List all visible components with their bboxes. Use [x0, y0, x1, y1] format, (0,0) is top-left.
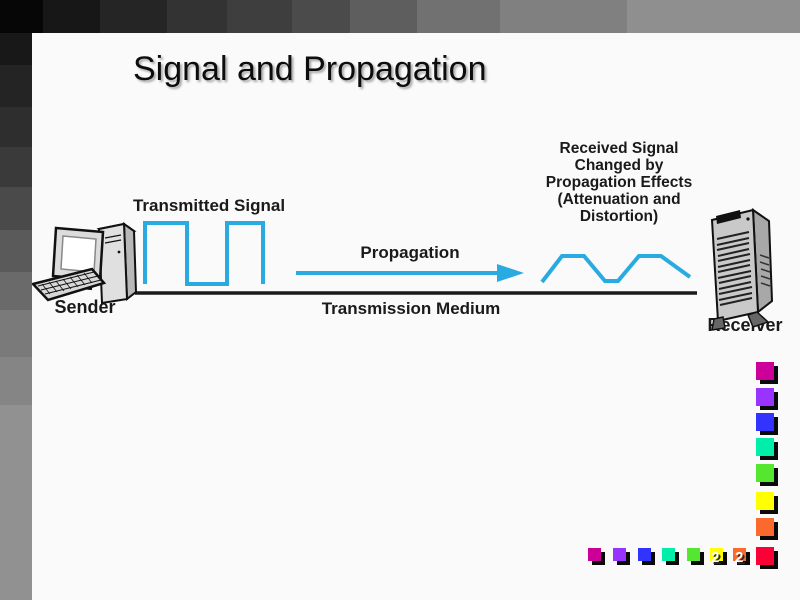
received-signal-line: (Attenuation and — [557, 191, 681, 208]
propagation-label: Propagation — [360, 243, 460, 262]
propagation-arrow — [296, 264, 524, 282]
decor-square-orange — [733, 548, 746, 561]
decor-square-blue — [638, 548, 651, 561]
decor-square-yellow — [710, 548, 723, 561]
received-signal-line: Distortion) — [579, 208, 659, 225]
received-distorted-wave — [540, 254, 692, 284]
decor-square-orange — [756, 518, 774, 536]
top-gradient-bar — [0, 0, 800, 33]
decor-square-red — [756, 547, 774, 565]
decor-square-spring-green — [756, 438, 774, 456]
received-signal-line: Received Signal — [559, 140, 679, 157]
decor-square-green — [756, 464, 774, 482]
decor-square-purple — [613, 548, 626, 561]
transmitted-square-wave — [143, 221, 265, 286]
page-number: 2 — [735, 549, 744, 566]
receiver-tower-illustration — [710, 208, 774, 331]
decor-square-purple — [756, 388, 774, 406]
page-number: 2 — [711, 549, 720, 566]
transmission-medium-label: Transmission Medium — [321, 299, 501, 318]
decor-square-magenta — [756, 362, 774, 380]
decor-square-spring-green — [662, 548, 675, 561]
received-signal-label: Received Signal Changed by Propagation E… — [527, 140, 711, 225]
page-title: Signal and Propagation — [133, 50, 487, 88]
sender-label: Sender — [54, 297, 116, 317]
sender-computer-illustration — [32, 222, 138, 305]
transmitted-signal-label: Transmitted Signal — [132, 196, 286, 215]
transmission-diagram — [32, 208, 774, 331]
received-signal-line: Propagation Effects — [545, 174, 693, 191]
decor-square-green — [687, 548, 700, 561]
received-signal-line: Changed by — [574, 157, 664, 174]
decor-square-blue — [756, 413, 774, 431]
decor-square-yellow — [756, 492, 774, 510]
decor-square-magenta — [588, 548, 601, 561]
left-gradient-bar — [0, 0, 32, 600]
